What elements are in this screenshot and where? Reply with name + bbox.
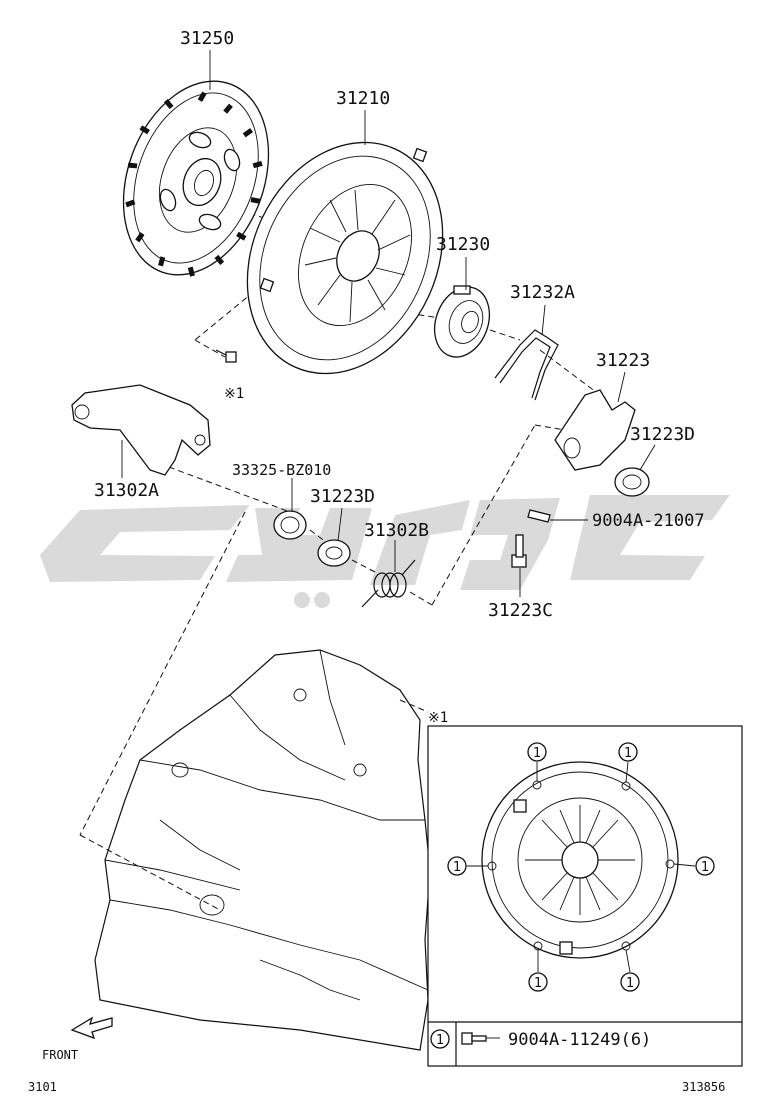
- clutch-disc: [122, 80, 270, 277]
- note-mark-bolt: ※1: [224, 386, 244, 402]
- label-31223D-lower: 31223D: [310, 486, 375, 507]
- callout-circle: [695, 856, 715, 876]
- label-31223: 31223: [596, 350, 650, 371]
- callout-circle: [527, 742, 547, 762]
- label-31302B: 31302B: [364, 520, 429, 541]
- bushing-b: [317, 539, 351, 567]
- pin: [527, 509, 551, 523]
- pivot-bolt: [511, 534, 527, 568]
- front-label: FRONT: [42, 1048, 78, 1062]
- label-31232A: 31232A: [510, 282, 575, 303]
- legend-bolt-icon: [461, 1032, 500, 1045]
- callout-circle: [618, 742, 638, 762]
- legend-callout-number: 1: [436, 1033, 444, 1048]
- watermark-logo: [40, 495, 730, 608]
- label-9004A-21007: 9004A-21007: [592, 511, 705, 531]
- hub-clip: [494, 329, 559, 401]
- callout-number: 1: [626, 976, 634, 991]
- diagram-code: 313856: [682, 1080, 725, 1094]
- callout-number: 1: [453, 860, 461, 875]
- label-31210: 31210: [336, 88, 390, 109]
- callout-number: 1: [701, 860, 709, 875]
- legend-callout-circle: [430, 1029, 450, 1049]
- fork-support: [71, 384, 211, 476]
- label-31250: 31250: [180, 28, 234, 49]
- transmission-case: [94, 649, 431, 1051]
- bushing-a: [614, 467, 650, 497]
- label-31302A: 31302A: [94, 480, 159, 501]
- label-31223D-upper: 31223D: [630, 424, 695, 445]
- inset-box: [427, 725, 743, 1067]
- legend-part-number: 9004A-11249(6): [508, 1030, 651, 1050]
- callout-circle: [447, 856, 467, 876]
- callout-number: 1: [533, 746, 541, 761]
- torsion-spring: [361, 559, 416, 608]
- front-arrow-icon: [70, 1016, 113, 1040]
- oil-seal: [273, 510, 307, 540]
- label-31223C: 31223C: [488, 600, 553, 621]
- release-bearing: [433, 285, 491, 358]
- callout-circle: [620, 972, 640, 992]
- callout-circle: [528, 972, 548, 992]
- note-mark-inset: ※1: [428, 710, 448, 726]
- bolt-small: [215, 349, 237, 363]
- page-code: 3101: [28, 1080, 57, 1094]
- label-33325-BZ010: 33325-BZ010: [232, 461, 331, 479]
- release-fork: [554, 389, 636, 471]
- label-31230: 31230: [436, 234, 490, 255]
- callout-number: 1: [624, 746, 632, 761]
- leader-lines: [121, 50, 656, 597]
- callout-number: 1: [534, 976, 542, 991]
- clutch-cover: [246, 141, 444, 375]
